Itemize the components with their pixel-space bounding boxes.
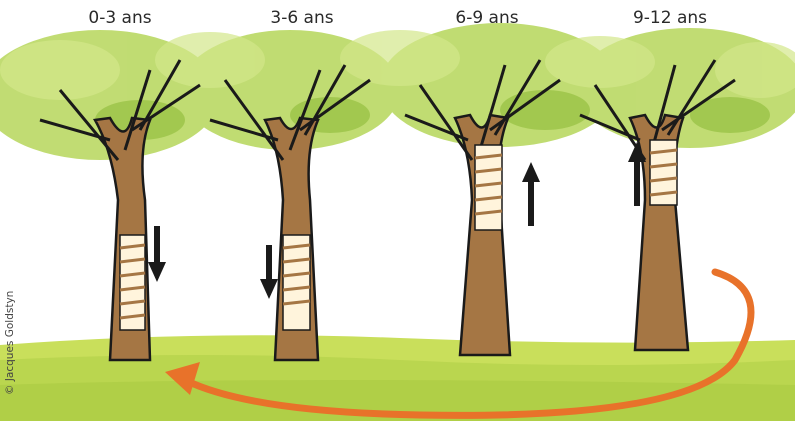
copyright-credit: © Jacques Goldstyn <box>4 291 16 395</box>
bark-band-1 <box>120 235 145 330</box>
stage-label-3: 6-9 ans <box>455 8 518 28</box>
arrow-up-3 <box>522 162 540 226</box>
stage-label-4: 9-12 ans <box>633 8 707 28</box>
stage-label-2: 3-6 ans <box>270 8 333 28</box>
bark-band-3 <box>475 145 502 230</box>
stage-label-1: 0-3 ans <box>88 8 151 28</box>
arrow-down-2 <box>260 245 278 299</box>
bark-band-2 <box>283 235 310 330</box>
arrow-down-1 <box>148 226 166 282</box>
bark-band-4 <box>650 140 677 205</box>
